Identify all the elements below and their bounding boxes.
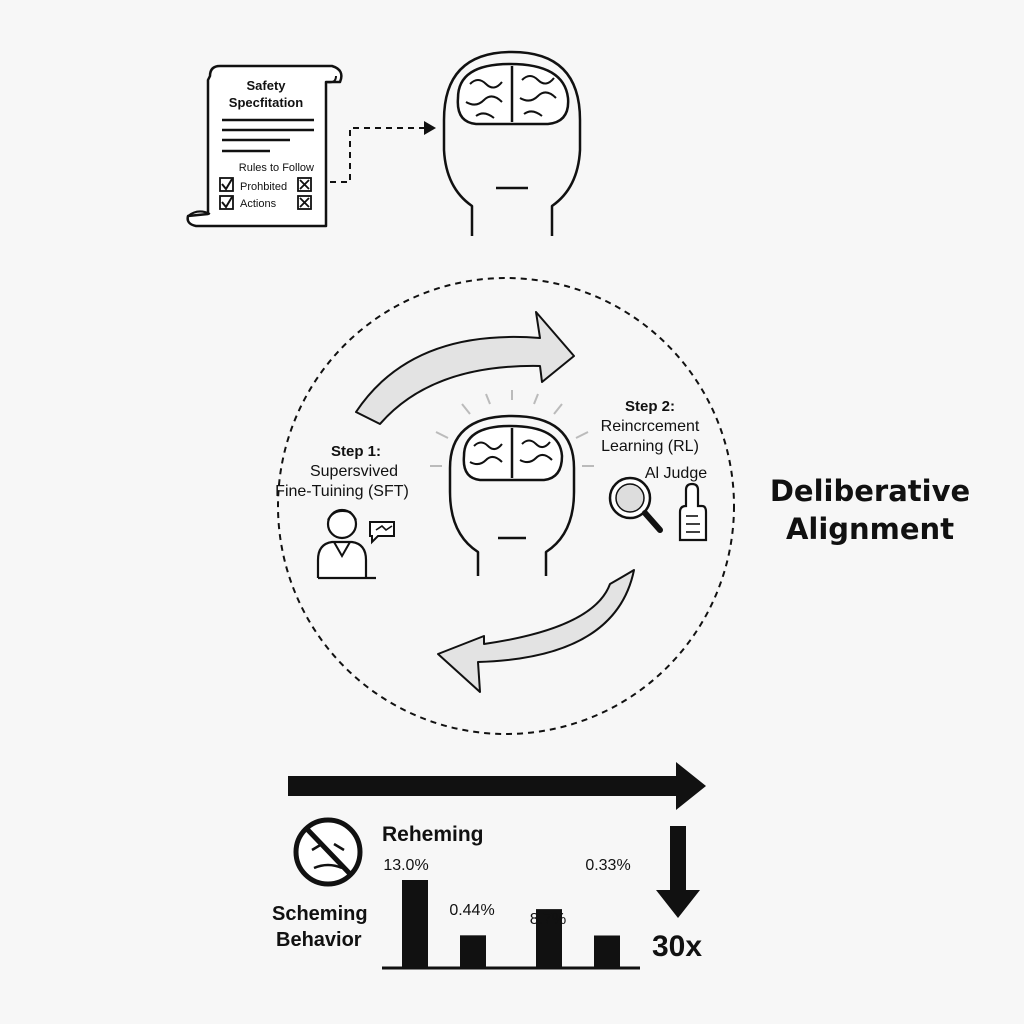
rule-item: Actions — [240, 198, 277, 210]
magnifier-icon — [608, 476, 663, 533]
reduction-label: 30x — [652, 930, 702, 963]
safety-spec-scroll: Safety Specfitation Rules to Follow Proh… — [186, 64, 343, 228]
dashed-connector-arrow — [330, 121, 436, 183]
axis-label-line2: Behavior — [276, 929, 362, 951]
bar-2 — [460, 935, 486, 968]
cycle-arrow-top — [355, 311, 575, 425]
cycle-arrow-bottom — [437, 569, 635, 693]
training-cycle-circle — [277, 277, 735, 735]
diagram-title: Deliberative Alignment — [760, 472, 980, 548]
bar-value-label: 0.44% — [449, 902, 494, 919]
progress-arrow — [288, 762, 706, 810]
bar-value-label: 13.0% — [383, 857, 428, 874]
rules-label: Rules to Follow — [239, 162, 314, 174]
scheming-bar-chart: 13.0% 0.44% 8.7% 0.33% — [382, 857, 640, 970]
step1-label: Step 1: — [331, 443, 381, 460]
ai-head-brain-icon — [442, 50, 582, 236]
title-line2: Alignment — [785, 512, 955, 546]
step1-line2: Fine-Tuining (SFT) — [275, 483, 409, 500]
person-icon — [316, 508, 376, 580]
axis-label-line1: Scheming — [272, 903, 368, 925]
step2-label: Step 2: — [625, 398, 675, 415]
center-head-brain-icon — [430, 390, 594, 576]
down-arrow — [656, 826, 700, 918]
bar-value-label: 0.33% — [585, 857, 630, 874]
ai-judge-label: Al Judge — [645, 465, 707, 482]
bar-1 — [402, 880, 428, 968]
scroll-title-line2: Specfitation — [229, 95, 303, 110]
bar-value-label: 8.7% — [530, 911, 566, 928]
step1-line1: Supersvived — [310, 463, 398, 480]
chat-bubble-icon — [369, 521, 395, 545]
step2-line1: Reincrcement — [601, 418, 700, 435]
step2-line2: Learning (RL) — [601, 438, 699, 455]
bar-4 — [594, 935, 620, 968]
scroll-title-line1: Safety — [246, 78, 286, 93]
no-scheming-icon — [293, 817, 363, 887]
category-label: Reheming — [382, 823, 484, 846]
rule-item: Prohbited — [240, 181, 287, 193]
title-line1: Deliberative — [769, 474, 971, 508]
bar-3 — [536, 909, 562, 968]
raised-hand-icon — [678, 482, 708, 542]
